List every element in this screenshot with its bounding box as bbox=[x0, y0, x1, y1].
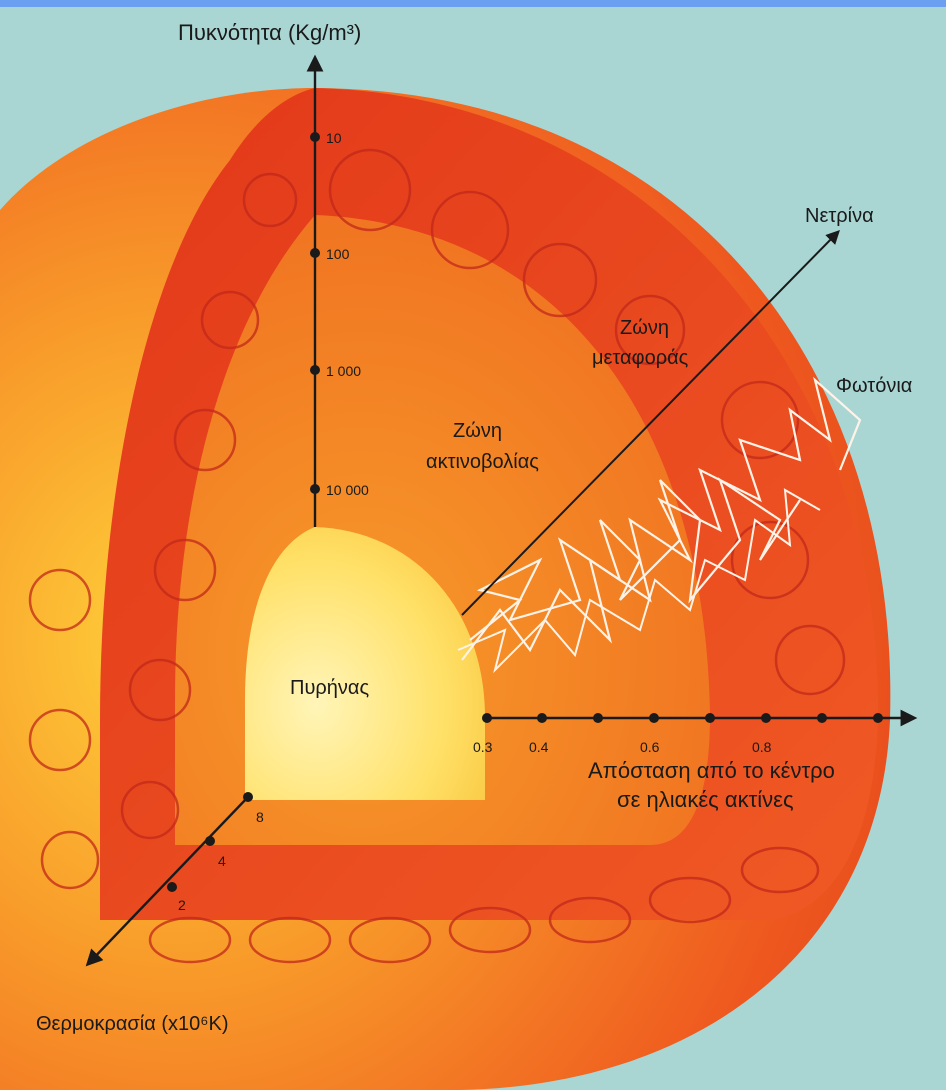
convection-zone-label-line2: μεταφοράς bbox=[592, 347, 689, 369]
density-tick-label: 10 bbox=[326, 130, 342, 146]
top-bar bbox=[0, 0, 946, 7]
temperature-tick-label: 2 bbox=[178, 897, 186, 913]
temperature-tick-label: 4 bbox=[218, 853, 226, 869]
density-axis-title: Πυκνότητα (Kg/m³) bbox=[178, 20, 361, 45]
density-tick-label: 10 000 bbox=[326, 482, 369, 498]
core-label: Πυρήνας bbox=[290, 677, 369, 699]
distance-tick-label: 0.4 bbox=[529, 739, 549, 755]
convection-zone-label-line1: Ζώνη bbox=[620, 317, 669, 339]
neutrinos-label: Νετρίνα bbox=[805, 205, 874, 227]
distance-tick-label: 0.3 bbox=[473, 739, 493, 755]
radiation-zone-label-line2: ακτινοβολίας bbox=[426, 451, 539, 473]
distance-tick-label: 0.6 bbox=[640, 739, 660, 755]
photons-label: Φωτόνια bbox=[836, 375, 912, 397]
density-tick-label: 1 000 bbox=[326, 363, 361, 379]
distance-tick-label: 0.8 bbox=[752, 739, 772, 755]
distance-axis-title-line1: Απόσταση από το κέντρο bbox=[588, 758, 835, 783]
distance-axis-title-line2: σε ηλιακές ακτίνες bbox=[617, 787, 794, 812]
temperature-tick-label: 8 bbox=[256, 809, 264, 825]
radiation-zone-label-line1: Ζώνη bbox=[453, 420, 502, 442]
temperature-axis-title: Θερμοκρασία (x10⁶K) bbox=[36, 1013, 228, 1035]
density-tick-label: 100 bbox=[326, 246, 350, 262]
